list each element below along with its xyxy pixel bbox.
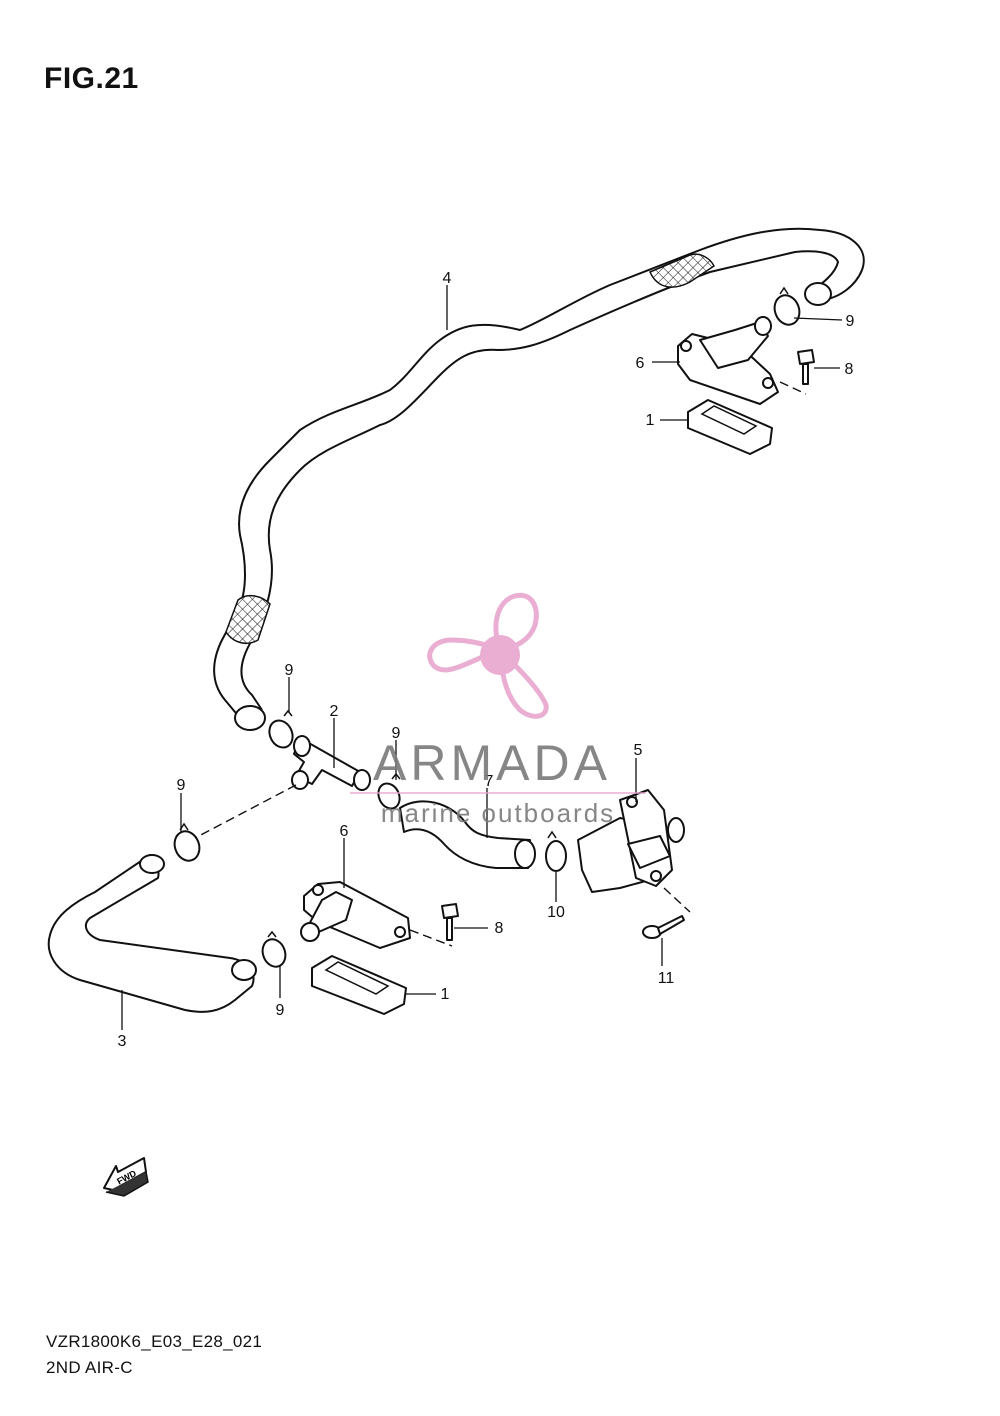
clamp-part-9-top — [773, 286, 801, 326]
clamp-part-10 — [545, 830, 567, 872]
hose-part-3 — [47, 854, 257, 1013]
figure-title: FIG.21 — [44, 62, 139, 95]
callout-10: 10 — [547, 904, 565, 921]
callout-9-mid: 9 — [285, 662, 294, 679]
callout-8-bottom: 8 — [495, 920, 504, 937]
callout-9-left: 9 — [177, 777, 186, 794]
bolt-part-8-top — [797, 349, 815, 385]
callout-1-top: 1 — [646, 412, 655, 429]
callout-6-top: 6 — [636, 355, 645, 372]
callout-7: 7 — [485, 773, 494, 790]
footer-name: 2ND AIR-C — [46, 1358, 133, 1377]
callout-6-bottom: 6 — [340, 823, 349, 840]
hose-part-4 — [213, 227, 865, 731]
bolt-part-8-bottom — [441, 903, 459, 941]
callout-4: 4 — [443, 270, 452, 287]
callout-5: 5 — [634, 742, 643, 759]
fwd-arrow-icon: FWD — [103, 1157, 149, 1197]
valve-part-5 — [577, 789, 685, 893]
clamp-part-9-mid — [268, 709, 294, 749]
clamp-part-9-left — [173, 822, 201, 862]
propeller-icon — [427, 592, 549, 719]
callout-9-right: 9 — [392, 725, 401, 742]
watermark-brand: ARMADA — [373, 735, 611, 791]
clamp-part-9-right — [377, 772, 401, 810]
clamp-part-9-bottom — [261, 930, 287, 968]
propeller-hub — [480, 635, 520, 675]
screw-part-11 — [642, 915, 685, 939]
callout-9-top: 9 — [846, 313, 855, 330]
valve-cover-part-6-top — [677, 316, 779, 405]
watermark-logo: ARMADA marine outboards — [350, 592, 646, 828]
watermark-tagline: marine outboards — [381, 798, 615, 828]
reed-plate-part-1-bottom — [311, 955, 407, 1015]
callout-8-top: 8 — [845, 361, 854, 378]
t-joint-part-2 — [291, 735, 371, 791]
leader-lines — [121, 285, 843, 1030]
callout-3: 3 — [118, 1033, 127, 1050]
footer-code: VZR1800K6_E03_E28_021 — [46, 1332, 263, 1351]
valve-cover-part-6-bottom — [300, 881, 411, 949]
callout-1-bottom: 1 — [441, 986, 450, 1003]
callout-11: 11 — [658, 970, 675, 987]
callout-2: 2 — [330, 703, 339, 720]
callout-9-bottom: 9 — [276, 1002, 285, 1019]
hose-part-7 — [399, 800, 536, 869]
callouts: 4 9 6 8 1 9 2 9 5 7 9 6 10 8 11 1 9 3 — [118, 270, 855, 1050]
reed-plate-part-1-top — [687, 399, 773, 455]
